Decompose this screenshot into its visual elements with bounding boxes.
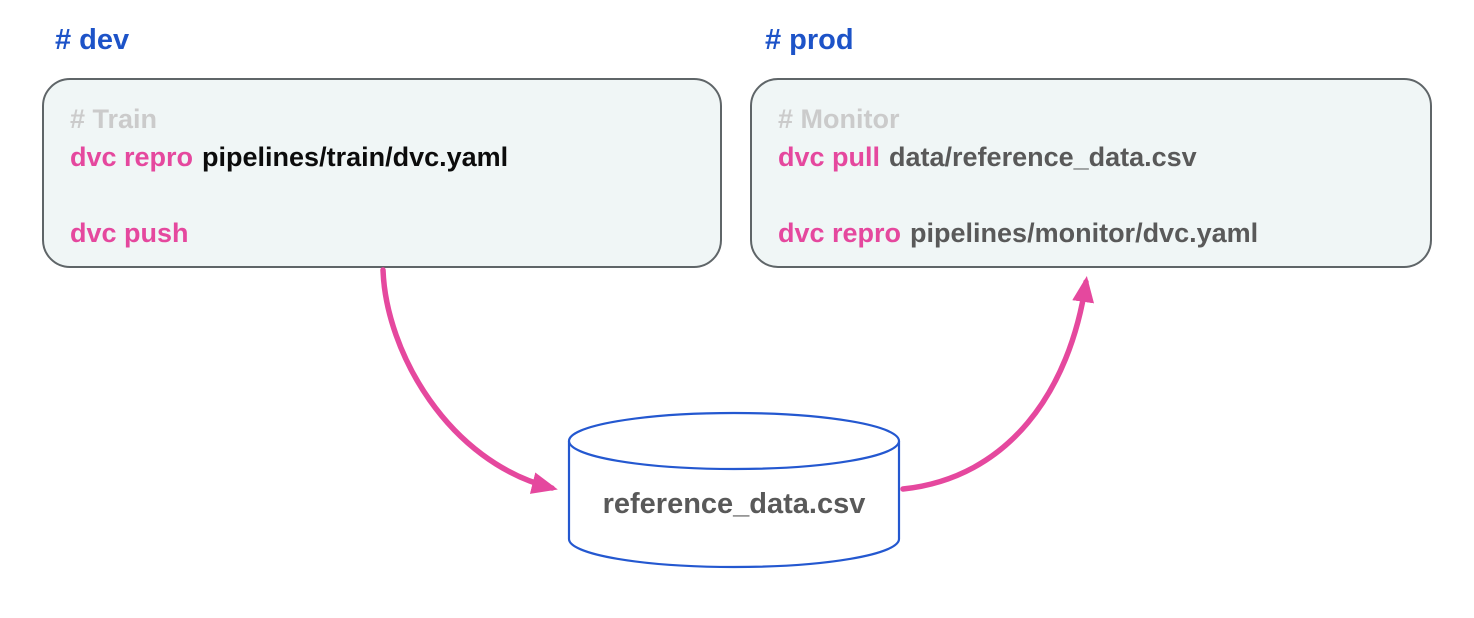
database-label: reference_data.csv [602,488,866,520]
prod-pull-argument: data/reference_data.csv [889,142,1197,172]
dev-push-keyword: dvc push [70,218,189,248]
prod-repro-keyword: dvc repro [778,218,902,248]
prod-comment: # Monitor [778,104,900,134]
prod-command-pull: dvc pull data/reference_data.csv [778,138,1404,176]
dev-comment: # Train [70,104,158,134]
dev-blank-line [70,176,694,214]
prod-blank-line [778,176,1404,214]
dev-section-label: # dev [55,24,130,56]
dev-cmd-keyword: dvc repro [70,142,194,172]
dev-cmd-argument: pipelines/train/dvc.yaml [202,142,509,172]
dev-command-repro: dvc repro pipelines/train/dvc.yaml [70,138,694,176]
data-to-prod-arrow [900,276,1094,492]
prod-command-repro: dvc repro pipelines/monitor/dvc.yaml [778,214,1404,252]
dev-code-box: # Train dvc repro pipelines/train/dvc.yam… [42,78,722,268]
dev-command-push: dvc push [70,214,694,252]
prod-section-label: # prod [765,24,854,56]
prod-code-box: # Monitor dvc pull data/reference_data.cs… [750,78,1432,268]
prod-pull-keyword: dvc pull [778,142,881,172]
dev-to-data-arrow [380,267,558,494]
prod-repro-argument: pipelines/monitor/dvc.yaml [910,218,1259,248]
